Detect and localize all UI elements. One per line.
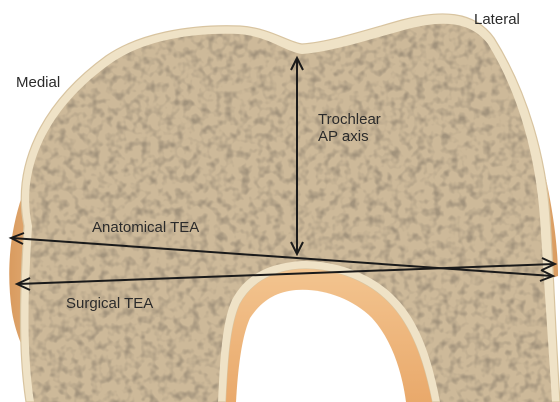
trochlear-ap-axis-label: Trochlear AP axis — [318, 111, 381, 145]
notch-opening — [236, 289, 406, 402]
trochlear-ap-axis — [290, 55, 304, 257]
medial-label: Medial — [16, 74, 61, 91]
trochlear-label-line1: Trochlear — [318, 111, 381, 128]
trochlear-label-line2: AP axis — [318, 128, 369, 145]
lateral-label: Lateral — [474, 11, 520, 28]
anatomical-tea-label: Anatomical TEA — [92, 219, 200, 236]
surgical-tea-label: Surgical TEA — [66, 295, 154, 312]
anatomical-tea-axis — [8, 232, 556, 282]
surgical-tea-axis — [14, 257, 558, 291]
